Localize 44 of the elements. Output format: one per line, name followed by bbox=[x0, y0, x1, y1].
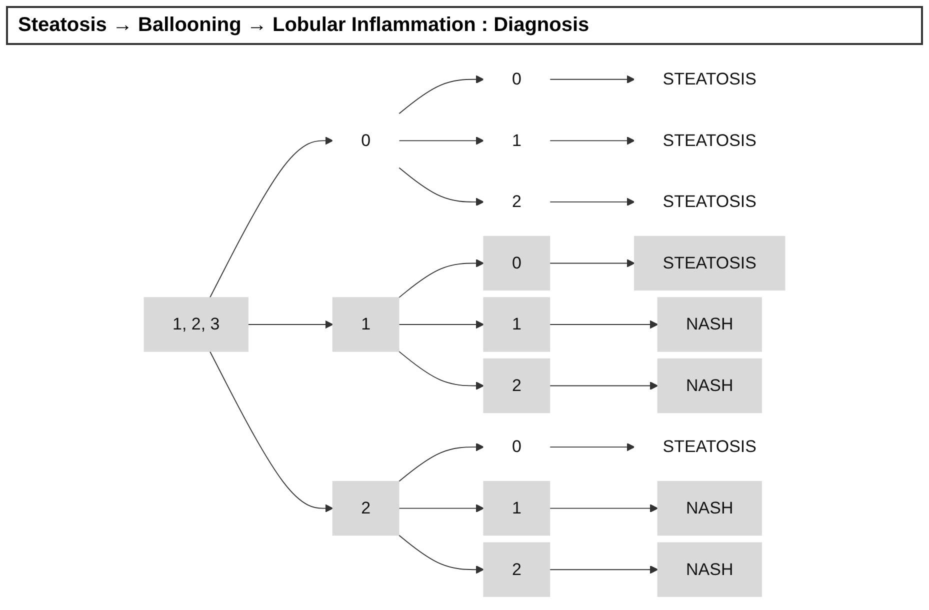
arrow bbox=[398, 259, 484, 298]
node-box: STEATOSIS bbox=[634, 236, 786, 291]
node-text: 2 bbox=[512, 192, 522, 211]
node-box: 2 bbox=[332, 480, 400, 536]
node-box: 1 bbox=[483, 480, 550, 536]
arrow bbox=[549, 320, 658, 329]
node-text: 0 bbox=[512, 70, 522, 88]
arrow bbox=[398, 167, 484, 206]
arrow bbox=[398, 75, 484, 114]
node-box: 1 bbox=[332, 297, 400, 352]
arrow bbox=[549, 136, 635, 145]
node-box: NASH bbox=[657, 297, 762, 352]
node-text: STEATOSIS bbox=[662, 70, 756, 88]
node-text: 0 bbox=[512, 437, 522, 456]
arrow bbox=[549, 259, 635, 268]
arrow bbox=[398, 350, 484, 390]
arrow bbox=[549, 504, 658, 512]
node-text: 0 bbox=[361, 130, 371, 150]
arrow bbox=[398, 136, 484, 145]
node-box: NASH bbox=[657, 358, 762, 414]
arrow bbox=[248, 320, 334, 329]
arrow bbox=[398, 504, 484, 512]
node-box: 1 bbox=[483, 297, 550, 352]
node-text: STEATOSIS bbox=[662, 192, 756, 211]
arrow bbox=[549, 382, 658, 390]
arrow bbox=[549, 198, 635, 206]
node-text: STEATOSIS bbox=[662, 130, 756, 150]
node-box: 2 bbox=[483, 358, 550, 414]
arrow bbox=[398, 320, 484, 329]
arrow bbox=[209, 350, 334, 512]
arrow bbox=[209, 136, 334, 298]
arrow bbox=[549, 442, 635, 452]
arrow bbox=[398, 442, 484, 482]
arrow bbox=[398, 534, 484, 574]
node-text: 1 bbox=[512, 130, 522, 150]
node-box: 2 bbox=[483, 542, 550, 597]
arrow bbox=[549, 565, 658, 574]
node-box: NASH bbox=[657, 480, 762, 536]
arrow bbox=[549, 75, 635, 84]
header-title: Steatosis → Ballooning → Lobular Inflammation : Diagnosis bbox=[6, 6, 923, 45]
node-box: 1, 2, 3 bbox=[144, 297, 248, 352]
node-box: 0 bbox=[483, 236, 550, 291]
node-box: NASH bbox=[657, 542, 762, 597]
node-text: STEATOSIS bbox=[662, 437, 756, 456]
